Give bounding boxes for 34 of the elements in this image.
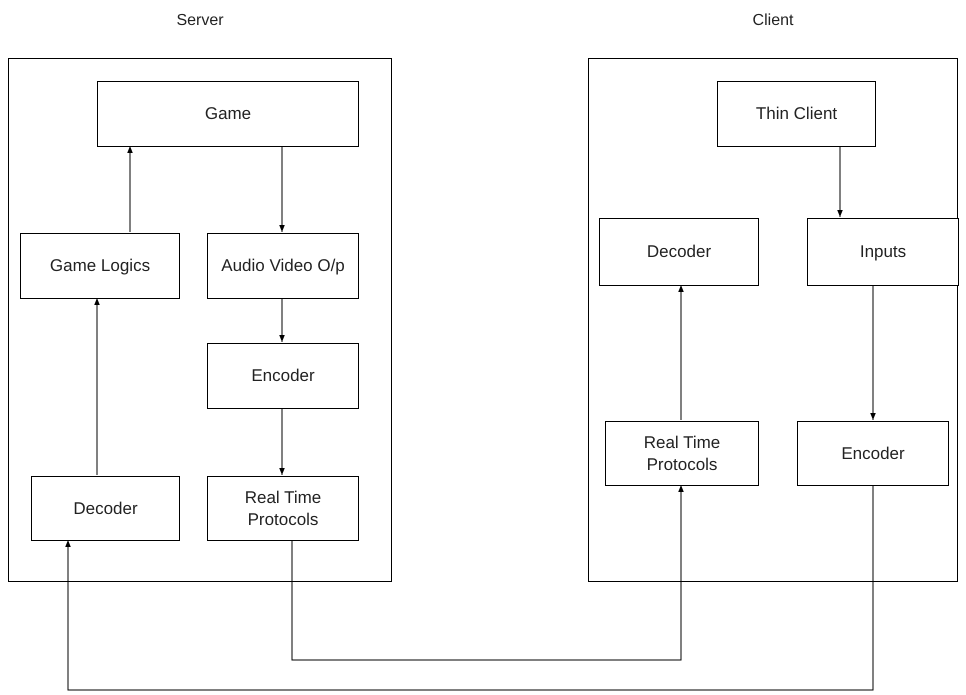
process-box (31, 476, 180, 541)
process-box (97, 81, 359, 147)
process-box (20, 233, 180, 299)
process-box (605, 421, 759, 486)
process-box (207, 233, 359, 299)
process-box (207, 343, 359, 409)
box-label: Inputs (860, 241, 906, 263)
box-label: Game (204, 103, 252, 125)
box-label: Audio Video O/p (221, 255, 345, 277)
box-label: Game Logics (50, 255, 150, 277)
process-box (207, 476, 359, 541)
arrow (870, 284, 876, 420)
box-label: Encoder (251, 365, 315, 387)
process-box (599, 218, 759, 286)
box-label: Thin Client (756, 103, 838, 125)
arrow (127, 146, 133, 232)
arrow (94, 298, 100, 476)
arrow (292, 484, 684, 660)
box-label: Encoder (841, 442, 905, 464)
arrow (279, 146, 285, 232)
arrow (837, 146, 843, 218)
arrow (65, 484, 874, 690)
arrow (279, 298, 285, 342)
box-label: Real Time Protocols (244, 487, 322, 530)
process-box (717, 81, 876, 147)
box-label: Real Time Protocols (642, 432, 722, 475)
arrow (279, 408, 285, 476)
process-box (807, 218, 959, 286)
arrow (678, 284, 684, 420)
process-box (797, 421, 949, 486)
group-heading: Server (175, 11, 225, 31)
box-label: Decoder (646, 241, 712, 263)
box-label: Decoder (73, 498, 138, 520)
group-heading: Client (752, 11, 794, 31)
